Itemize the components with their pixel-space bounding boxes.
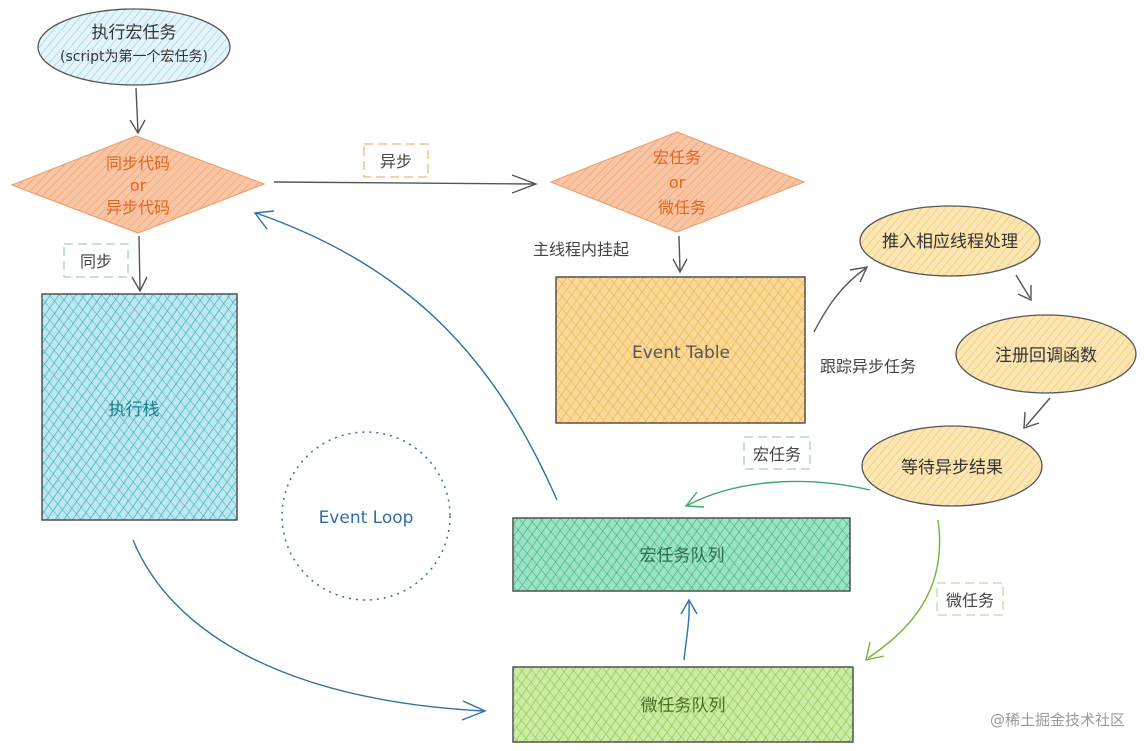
call-stack-box: 执行栈: [41, 293, 238, 521]
tag-macro-task: 宏任务: [743, 436, 811, 470]
start-node-label-line2: (script为第一个宏任务): [60, 48, 208, 65]
macro-micro-label-line1: 宏任务: [653, 148, 701, 167]
sync-async-label-line3: 异步代码: [106, 198, 170, 217]
track-async-label: 跟踪异步任务: [820, 357, 916, 376]
push-thread-label: 推入相应线程处理: [882, 232, 1018, 252]
arrow-push-to-register: [1015, 274, 1032, 302]
tag-sync-label: 同步: [80, 252, 112, 271]
tag-micro-task-label: 微任务: [946, 591, 994, 610]
register-callback-node: 注册回调函数: [955, 314, 1137, 394]
macro-queue-label: 宏任务队列: [640, 546, 725, 566]
tag-async: 异步: [363, 143, 429, 178]
wait-result-label: 等待异步结果: [901, 458, 1003, 478]
tag-async-label: 异步: [380, 152, 412, 171]
watermark-text: @稀土掘金技术社区: [990, 711, 1125, 729]
sync-async-label-line2: or: [130, 176, 147, 195]
tag-sync: 同步: [63, 243, 129, 278]
event-table-label: Event Table: [632, 343, 730, 363]
event-loop-label: Event Loop: [319, 508, 414, 528]
start-node: 执行宏任务 (script为第一个宏任务): [37, 8, 231, 86]
tag-micro-task: 微任务: [936, 582, 1004, 616]
macro-micro-label-line3: 微任务: [658, 198, 706, 217]
micro-queue-label: 微任务队列: [641, 696, 726, 716]
arrow-suspend: [672, 235, 688, 274]
event-table-box: Event Table: [555, 276, 806, 424]
arrow-micro-task: [865, 519, 941, 661]
arrow-macro-task: [684, 480, 871, 508]
arrow-sync: [131, 235, 148, 293]
macro-queue-box: 宏任务队列: [512, 517, 851, 592]
register-callback-label: 注册回调函数: [995, 346, 1097, 366]
wait-result-node: 等待异步结果: [861, 425, 1043, 507]
suspend-main-thread-label: 主线程内挂起: [533, 240, 629, 259]
macro-micro-decision: 宏任务 or 微任务: [549, 131, 806, 233]
arrow-macro-queue-to-decision: [253, 210, 558, 501]
start-node-label-line1: 执行宏任务: [92, 23, 177, 43]
call-stack-label: 执行栈: [109, 400, 160, 420]
arrow-track-async: [813, 266, 869, 333]
micro-queue-box: 微任务队列: [512, 666, 854, 743]
event-loop-indicator: Event Loop: [281, 431, 451, 601]
arrow-micro-to-macro: [680, 598, 698, 661]
arrow-async: [273, 174, 538, 194]
sync-async-label-line1: 同步代码: [106, 154, 170, 173]
arrow-start-to-decision: [129, 87, 146, 135]
arrow-stack-to-micro-queue: [132, 539, 487, 721]
sync-async-decision: 同步代码 or 异步代码: [10, 135, 266, 234]
macro-micro-label-line2: or: [669, 173, 686, 192]
push-thread-node: 推入相应线程处理: [859, 205, 1041, 277]
tag-macro-task-label: 宏任务: [753, 445, 801, 464]
arrow-register-to-wait: [1023, 397, 1051, 429]
